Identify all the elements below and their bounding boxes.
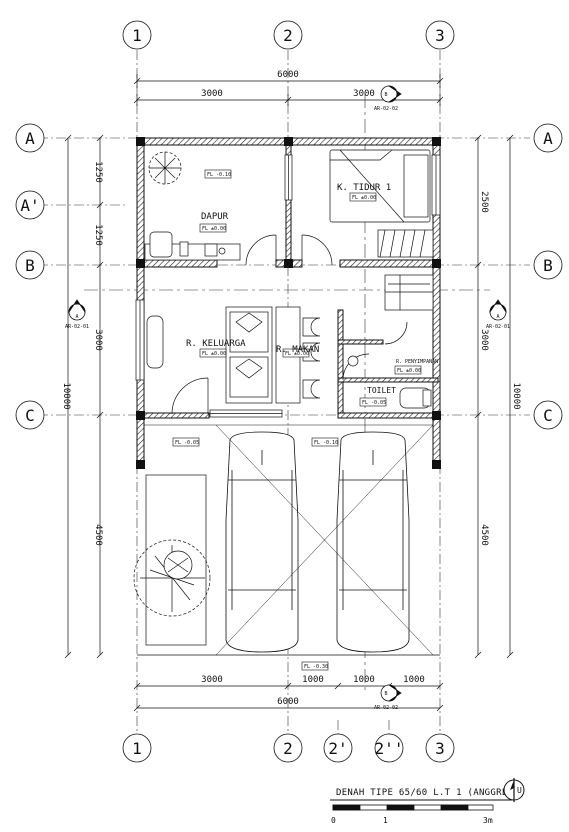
grid-label-bottom-1: 1 [132,739,142,758]
dim-right-seg-2: 3000 [479,329,489,351]
grid-label-left-c: C [25,406,35,425]
dim-right-seg-1: 2500 [479,191,489,213]
room-dapur: DAPUR [201,212,229,222]
level-penyimpanan: FL ±0.00 [397,368,421,374]
grid-label-right-a: A [543,129,553,148]
section-right-ref: AR-02-01 [486,324,510,330]
room-toilet: TOILET [367,386,396,395]
dim-top-total: 6000 [277,70,299,80]
columns [136,137,441,469]
level-carport-left: FL -0.05 [175,440,199,446]
room-name-texts: DAPUR K. TIDUR 1 R. KELUARGA R. MAKAN R.… [186,183,438,395]
dim-left-seg-2: 1250 [93,224,103,246]
room-kamar-tidur: K. TIDUR 1 [337,183,391,193]
section-bottom-letter: B [384,691,387,697]
grid-bubbles [15,20,563,763]
grid-label-left-b: B [25,256,35,275]
room-keluarga: R. KELUARGA [186,339,246,349]
north-label: U [517,786,522,795]
grid-label-texts: 1 2 3 1 2 2' 2'' 3 A A' B C A B C [20,26,553,758]
scale-label-0: 0 [331,816,336,825]
plants [133,151,211,617]
section-left-letter: A [75,314,78,320]
level-kamar: FL ±0.00 [352,195,376,201]
grid-label-left-a-prime: A' [20,196,39,215]
grid-label-right-c: C [543,406,553,425]
dim-top-seg-2: 3000 [353,89,375,99]
dim-bottom-seg-1: 3000 [201,675,223,685]
level-keluarga: FL ±0.00 [202,351,226,357]
section-left-ref: AR-02-01 [65,324,89,330]
dim-left-seg-4: 4500 [93,524,103,546]
dimension-texts: 6000 3000 3000 3000 1000 1000 1000 6000 … [61,70,521,707]
dim-bottom-seg-3: 1000 [353,675,375,685]
scale-bar [332,804,494,811]
grid-label-bottom-3: 3 [435,739,445,758]
grid-label-top-3: 3 [435,26,445,45]
level-toilet: FL -0.05 [362,400,386,406]
level-carport-right: FL -0.10 [314,440,338,446]
section-bottom-ref: AR-02-02 [374,705,398,711]
section-marker-texts: A AR-02-01 A AR-02-01 B AR-02-02 B AR-02… [65,92,510,711]
grid-label-left-a: A [25,129,35,148]
room-penyimpanan: R. PENYIMPANAN [396,359,438,365]
grid-label-right-b: B [543,256,553,275]
section-top-letter: B [384,92,387,98]
scale-label-3m: 3m [483,816,493,825]
grid-label-top-2: 2 [283,26,293,45]
dim-bottom-total: 6000 [277,697,299,707]
level-yard-back: FL -0.10 [207,172,231,178]
dim-top-seg-1: 3000 [201,89,223,99]
level-makan: FL ±0.00 [285,351,309,357]
section-markers [68,85,507,702]
drawing-title: DENAH TIPE 65/60 L.T 1 (ANGGREK) [336,788,519,798]
section-top-ref: AR-02-02 [374,106,398,112]
cars [137,424,440,656]
dim-left-seg-1: 1250 [93,161,103,183]
grid-label-bottom-2p: 2' [328,739,347,758]
level-front: FL -0.30 [304,664,328,670]
dim-right-total: 10000 [511,382,521,409]
scale-label-1: 1 [383,816,388,825]
room-makan: R. MAKAN [276,345,319,355]
dim-left-total: 10000 [61,382,71,409]
grid-label-top-1: 1 [132,26,142,45]
grid-label-bottom-2: 2 [283,739,293,758]
doors-windows [135,154,441,418]
grid-label-bottom-2pp: 2'' [375,739,404,758]
dim-bottom-seg-4: 1000 [403,675,425,685]
level-boxes [172,169,422,671]
level-dapur: FL ±0.00 [202,226,226,232]
dim-left-seg-3: 3000 [93,329,103,351]
level-texts: FL -0.10 FL ±0.00 FL ±0.00 FL ±0.00 FL ±… [175,172,421,670]
dim-right-seg-3: 4500 [479,524,489,546]
section-right-letter: A [496,314,499,320]
dim-bottom-seg-2: 1000 [302,675,324,685]
title-block: DENAH TIPE 65/60 L.T 1 (ANGGREK) U 0 1 3… [330,778,525,825]
furniture [144,149,434,646]
